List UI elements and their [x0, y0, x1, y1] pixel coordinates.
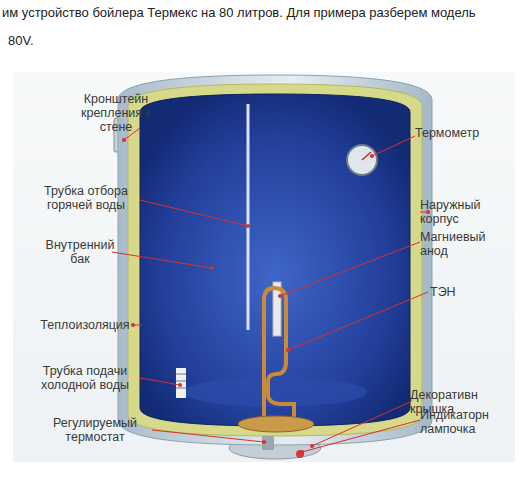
- thermometer-dial: [347, 145, 377, 175]
- article-text: 80V.: [8, 34, 68, 48]
- thermometer-needle: [362, 152, 371, 160]
- leader-dot: [122, 138, 126, 142]
- leader-dot: [131, 323, 135, 327]
- element-flange: [238, 416, 314, 432]
- part-label: Магниевый анод: [420, 230, 492, 258]
- leader-line: [152, 430, 264, 442]
- leader-dot: [178, 383, 182, 387]
- part-label: Регулируемый термостат: [38, 416, 152, 444]
- part-label: Термометр: [415, 126, 505, 140]
- article-text: им устройство бойлера Термекс на 80 литр…: [2, 6, 522, 20]
- leader-dot: [310, 444, 314, 448]
- part-label: Индикаторн лампочка: [420, 408, 510, 436]
- leader-line: [140, 378, 180, 385]
- inner-tank: [140, 94, 410, 426]
- leader-line: [140, 200, 248, 226]
- leader-dot: [370, 154, 374, 158]
- leader-dot: [262, 440, 266, 444]
- part-label: ТЭН: [430, 285, 470, 299]
- leader-dot: [210, 266, 214, 270]
- part-label: Внутренний бак: [40, 238, 120, 266]
- hot-water-tube: [247, 104, 250, 330]
- leader-line: [302, 420, 420, 452]
- leader-dot: [246, 224, 250, 228]
- part-label: Трубка отбора горячей воды: [30, 184, 142, 212]
- part-label: Кронштейн крепления к стене: [72, 92, 160, 134]
- leader-line: [280, 242, 420, 296]
- leader-line: [372, 136, 415, 156]
- leader-dot: [300, 450, 304, 454]
- leader-dot: [286, 348, 290, 352]
- leader-line: [312, 402, 410, 446]
- leader-lines: [112, 128, 428, 452]
- cold-water-tube-marks: [176, 374, 186, 388]
- part-label: Теплоизоляция: [28, 318, 142, 332]
- part-label: Трубка подачи холодной воды: [28, 364, 142, 392]
- indicator-lamp: [296, 450, 304, 458]
- heating-element: [264, 288, 294, 422]
- leader-dots: [122, 138, 430, 454]
- leader-line: [112, 252, 212, 268]
- leader-dot: [278, 294, 282, 298]
- cold-water-tube: [176, 368, 186, 398]
- picture-background: [13, 72, 515, 462]
- leader-line: [288, 292, 428, 350]
- insulation-layer: [128, 84, 422, 436]
- part-label: Наружный корпус: [420, 198, 492, 226]
- thermostat-knob: [262, 436, 274, 450]
